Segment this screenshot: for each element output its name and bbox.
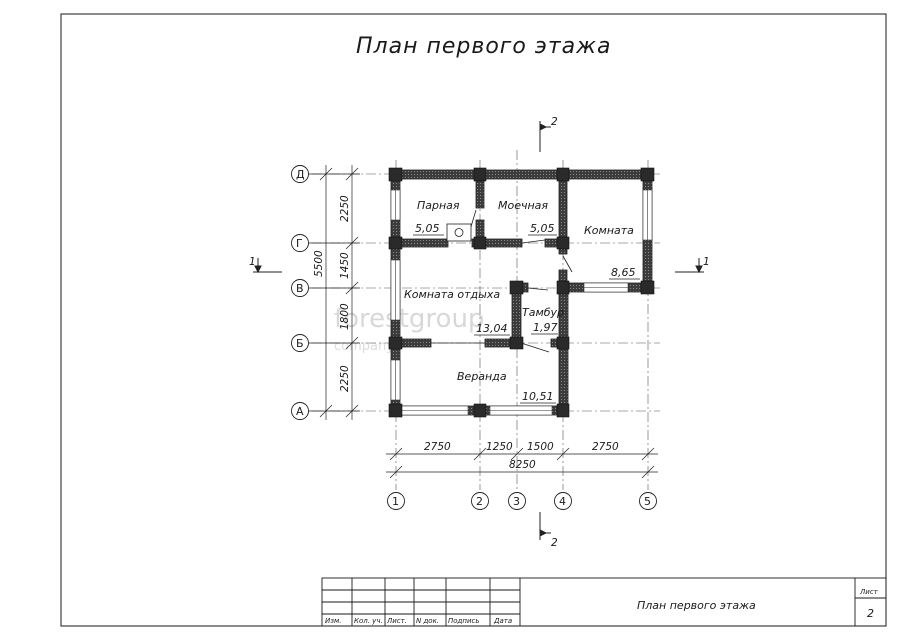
stamp-header-data: Дата xyxy=(493,617,512,625)
room-label-tambur: Тамбур xyxy=(522,306,564,319)
col-axis-markers: 1 2 3 4 5 xyxy=(387,492,657,510)
posts xyxy=(388,167,655,418)
stamp-sheet-number: 2 xyxy=(867,607,874,620)
dimension-left xyxy=(308,165,360,420)
section-mark-left: 1 xyxy=(249,256,256,268)
area-moechnaya: 5,05 xyxy=(530,222,555,235)
axis-row-V: В xyxy=(296,282,304,295)
dim-bottom-total: 8250 xyxy=(509,459,536,471)
dim-bottom-4: 2750 xyxy=(592,441,619,453)
dim-bottom-3: 1500 xyxy=(527,441,554,453)
axis-col-4: 4 xyxy=(559,495,566,508)
stove xyxy=(446,223,472,242)
room-label-veranda: Веранда xyxy=(457,370,507,383)
stamp-sheet-label: Лист xyxy=(859,588,879,596)
windows xyxy=(390,189,653,416)
dim-bottom-2: 1250 xyxy=(486,441,513,453)
axis-row-G: Г xyxy=(296,237,303,250)
axis-col-1: 1 xyxy=(392,495,399,508)
room-label-komnata-otdykha: Комната отдыха xyxy=(404,288,500,301)
section-mark-bottom: 2 xyxy=(551,537,558,549)
axis-row-D: Д xyxy=(296,168,305,181)
page-title: План первого этажа xyxy=(356,34,611,59)
dim-left-2: 1450 xyxy=(339,252,351,279)
axis-col-2: 2 xyxy=(476,495,483,508)
area-komnata-otdykha: 13,04 xyxy=(476,322,508,335)
dim-left-3: 1800 xyxy=(339,303,351,330)
watermark-sub: company xyxy=(334,339,394,354)
stamp-title: План первого этажа xyxy=(637,599,756,612)
room-label-parnaya: Парная xyxy=(417,199,460,212)
area-tambur: 1,97 xyxy=(533,321,558,334)
section-marks xyxy=(253,121,704,540)
area-veranda: 10,51 xyxy=(522,390,554,403)
room-label-komnata: Комната xyxy=(584,224,634,237)
stamp-header-izm: Изм. xyxy=(325,617,341,625)
watermark-logo: forestgroup xyxy=(334,304,484,334)
stamp-header-ndok: N док. xyxy=(416,617,439,625)
area-komnata: 8,65 xyxy=(611,266,636,279)
axis-row-A: А xyxy=(296,405,304,418)
dim-left-1: 2250 xyxy=(339,195,351,222)
dim-bottom-1: 2750 xyxy=(424,441,451,453)
stamp-header-list: Лист. xyxy=(386,617,407,625)
room-label-moechnaya: Моечная xyxy=(498,199,548,212)
dim-left-total: 5500 xyxy=(313,250,325,277)
axis-row-B: Б xyxy=(296,337,304,350)
row-axis-markers: Д Г В Б А xyxy=(291,165,309,420)
dim-left-4: 2250 xyxy=(339,365,351,392)
axis-col-5: 5 xyxy=(644,495,651,508)
stamp-header-kol: Кол. уч. xyxy=(354,617,383,625)
stamp-header-podpis: Подпись xyxy=(448,617,480,625)
dimension-bottom xyxy=(386,447,658,479)
title-block xyxy=(321,577,887,627)
axis-col-3: 3 xyxy=(513,495,520,508)
area-parnaya: 5,05 xyxy=(415,222,440,235)
section-mark-top: 2 xyxy=(551,116,558,128)
section-mark-right: 1 xyxy=(703,256,710,268)
doors xyxy=(431,209,573,353)
